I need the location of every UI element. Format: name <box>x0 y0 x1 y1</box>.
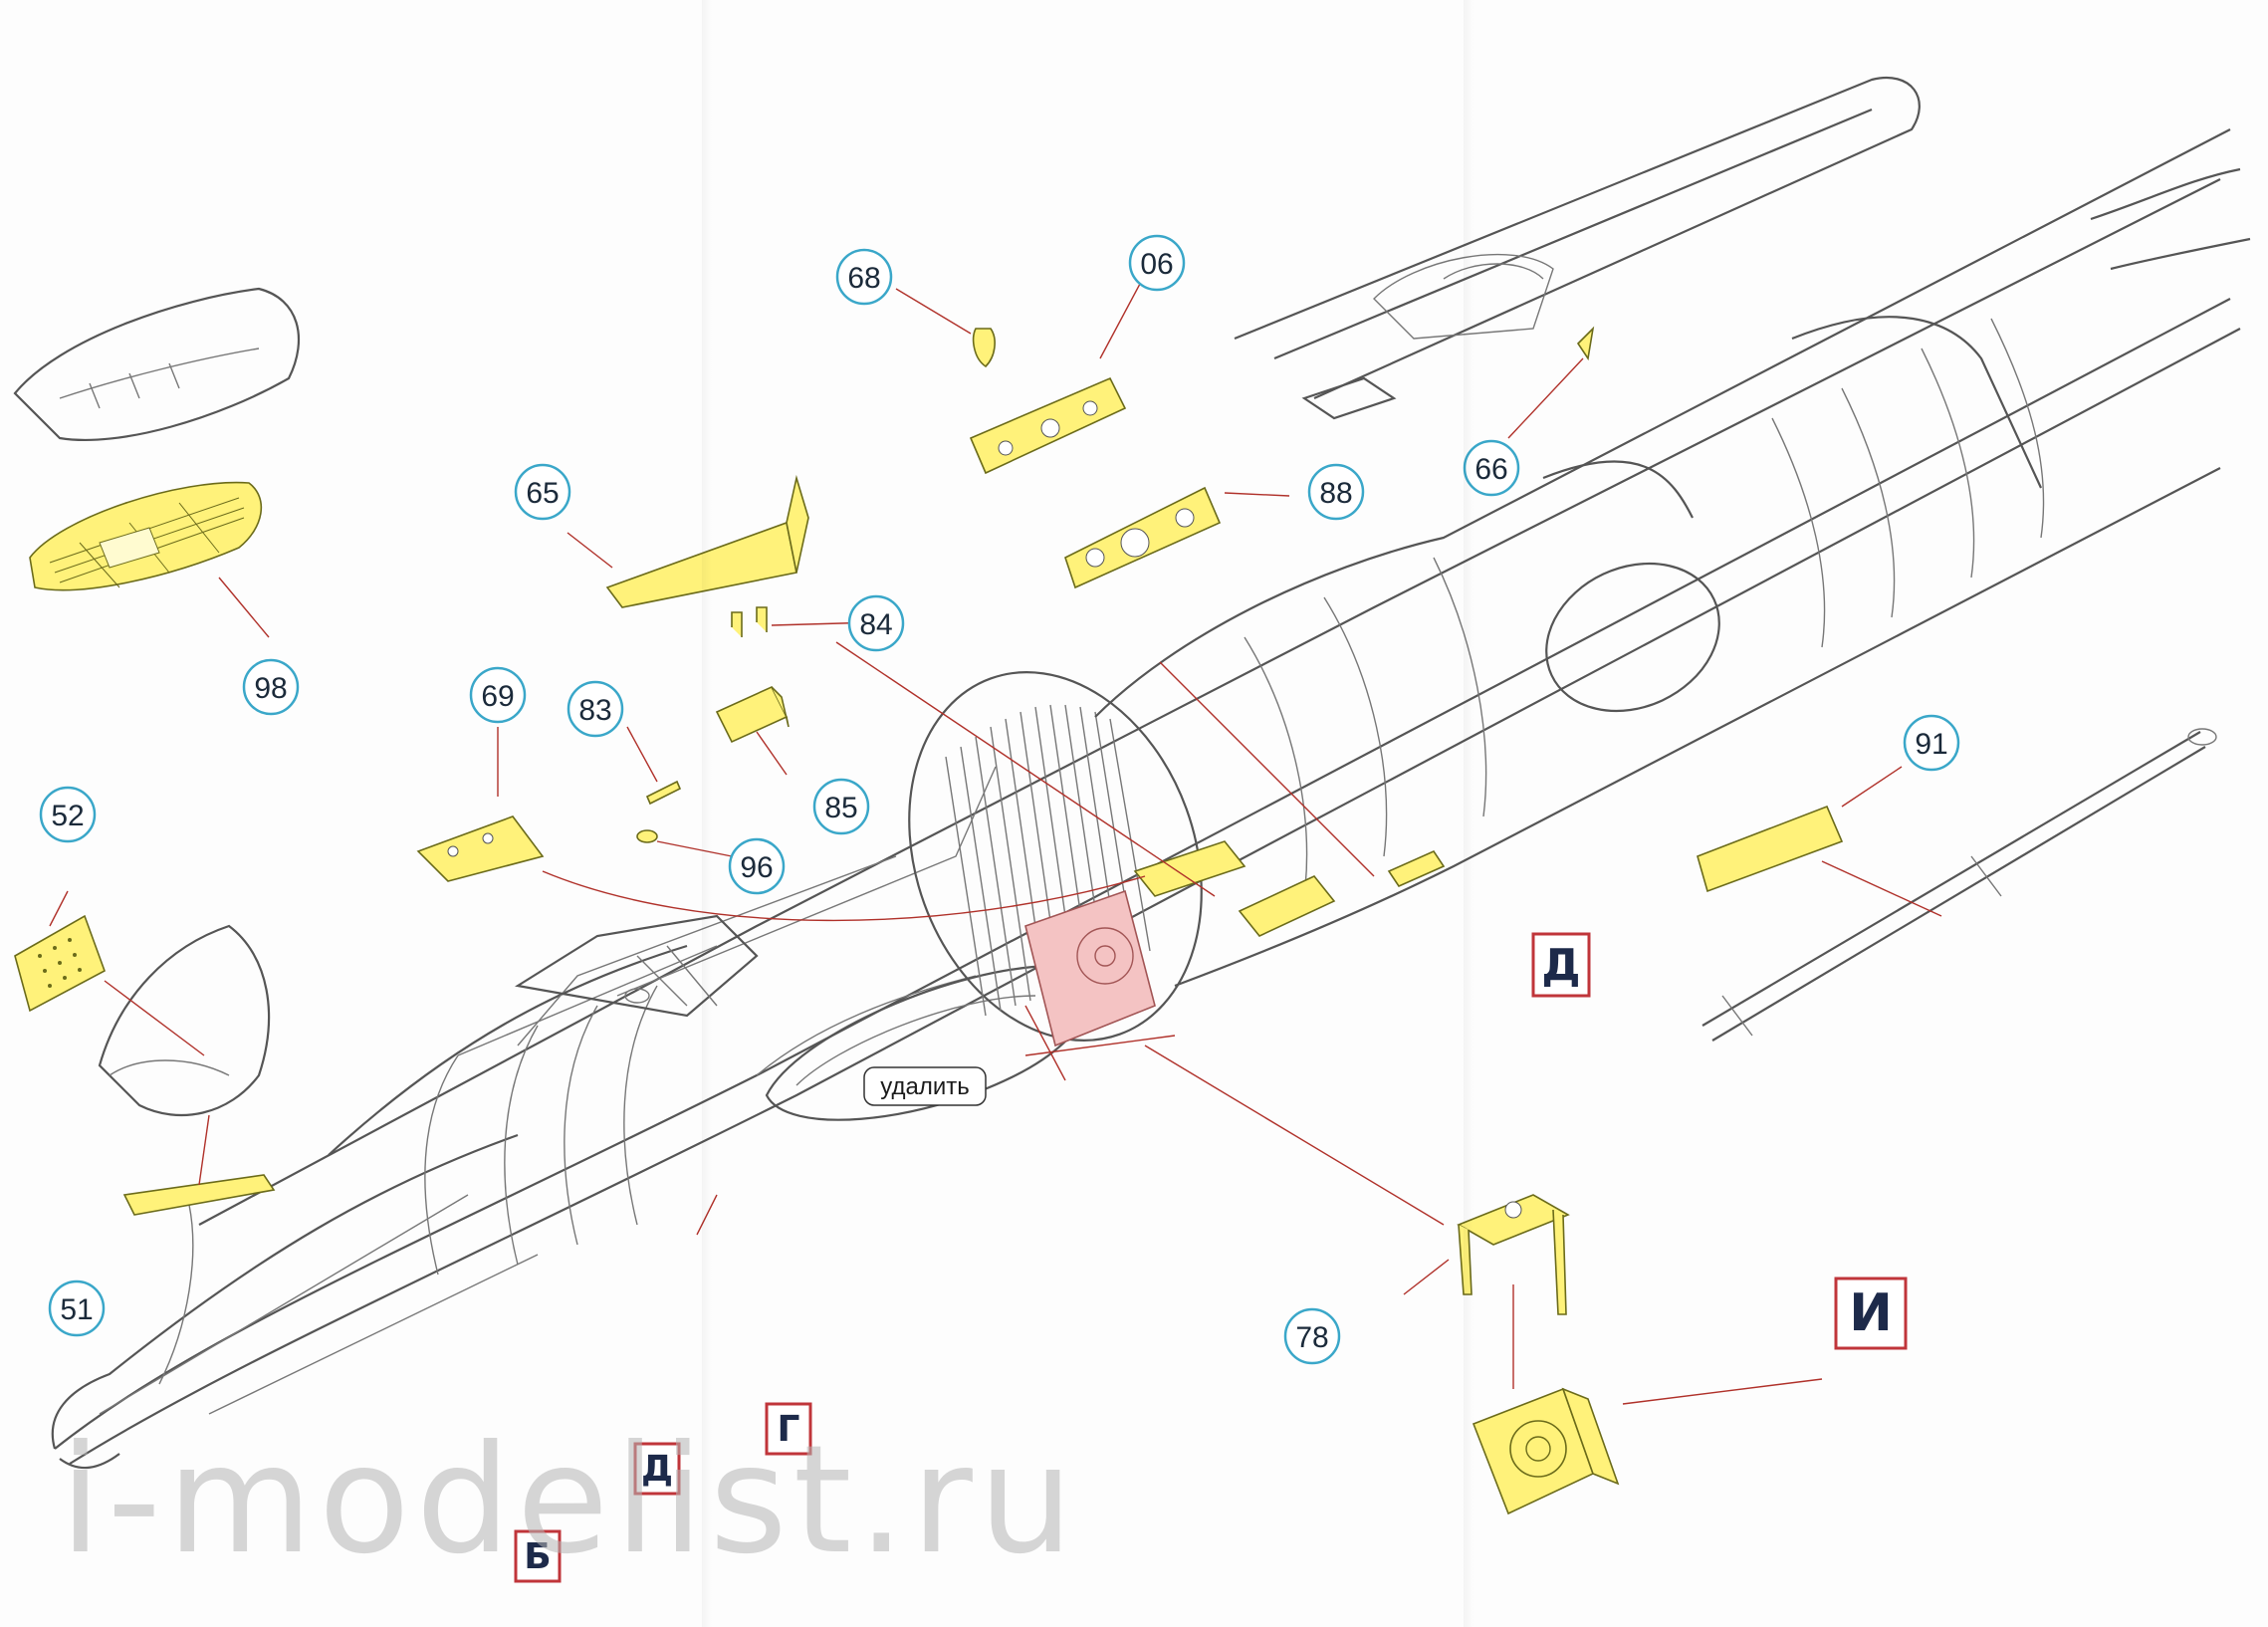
svg-text:И: И <box>1849 1283 1893 1343</box>
callout-88: 88 <box>1307 463 1365 521</box>
svg-text:Д: Д <box>641 1449 673 1490</box>
part-91 <box>1697 805 1844 893</box>
svg-text:Б: Б <box>524 1536 551 1577</box>
svg-text:удалить: удалить <box>880 1073 969 1100</box>
photo-etch-parts <box>14 326 1844 1515</box>
paper-fold <box>702 0 712 1627</box>
callout-84: 84 <box>847 594 905 652</box>
callout-51: 51 <box>48 1279 106 1337</box>
part-83 <box>645 780 682 806</box>
part-69 <box>416 815 545 882</box>
callout-90: 06 <box>1128 234 1186 292</box>
svg-text:69: 69 <box>481 680 514 713</box>
callout-87: 78 <box>1283 1307 1341 1365</box>
callout-96: 96 <box>728 837 786 895</box>
svg-text:91: 91 <box>1915 728 1947 761</box>
svg-text:66: 66 <box>1474 453 1507 486</box>
part-86 <box>636 829 658 843</box>
callout-86-upper: 98 <box>242 658 300 716</box>
remove-note: удалить <box>863 1066 987 1106</box>
svg-text:84: 84 <box>859 608 892 641</box>
svg-text:Д: Д <box>1541 940 1580 991</box>
svg-text:96: 96 <box>740 851 773 884</box>
svg-text:78: 78 <box>1295 1321 1328 1354</box>
remove-area <box>1024 889 1156 1047</box>
part-68 <box>972 328 996 368</box>
svg-text:51: 51 <box>60 1293 93 1326</box>
svg-text:98: 98 <box>254 672 287 705</box>
label-b: Б <box>514 1529 562 1583</box>
label-layer: Д И Г Д Б <box>514 932 1908 1583</box>
callout-83: 83 <box>567 680 624 738</box>
svg-text:85: 85 <box>824 792 857 824</box>
callout-52: 52 <box>39 786 97 843</box>
callout-layer: 68 06 88 66 65 84 <box>39 234 1960 1365</box>
callout-68: 68 <box>835 248 893 306</box>
watermark: i-modelist.ru <box>60 1414 1079 1587</box>
leader-lines <box>49 283 1942 1405</box>
svg-text:52: 52 <box>51 800 84 832</box>
callout-65: 65 <box>514 463 571 521</box>
label-d-upper: Д <box>1531 932 1591 998</box>
label-i: И <box>1834 1277 1908 1350</box>
svg-text:68: 68 <box>847 262 880 295</box>
part-66 <box>1576 326 1595 361</box>
label-d-lower: Д <box>633 1442 681 1496</box>
svg-text:65: 65 <box>526 477 559 510</box>
svg-text:88: 88 <box>1319 477 1352 510</box>
svg-text:06: 06 <box>1140 248 1173 281</box>
part-51 <box>122 1174 276 1216</box>
label-g: Г <box>765 1402 812 1456</box>
callout-91: 91 <box>1903 714 1960 772</box>
callout-69: 69 <box>469 666 527 724</box>
svg-text:83: 83 <box>578 694 611 727</box>
svg-text:Г: Г <box>778 1409 800 1450</box>
callout-66: 66 <box>1463 439 1520 497</box>
fuselage-drawing <box>13 77 2251 1470</box>
paper-fold <box>1464 0 1474 1627</box>
callout-85: 85 <box>812 778 870 835</box>
